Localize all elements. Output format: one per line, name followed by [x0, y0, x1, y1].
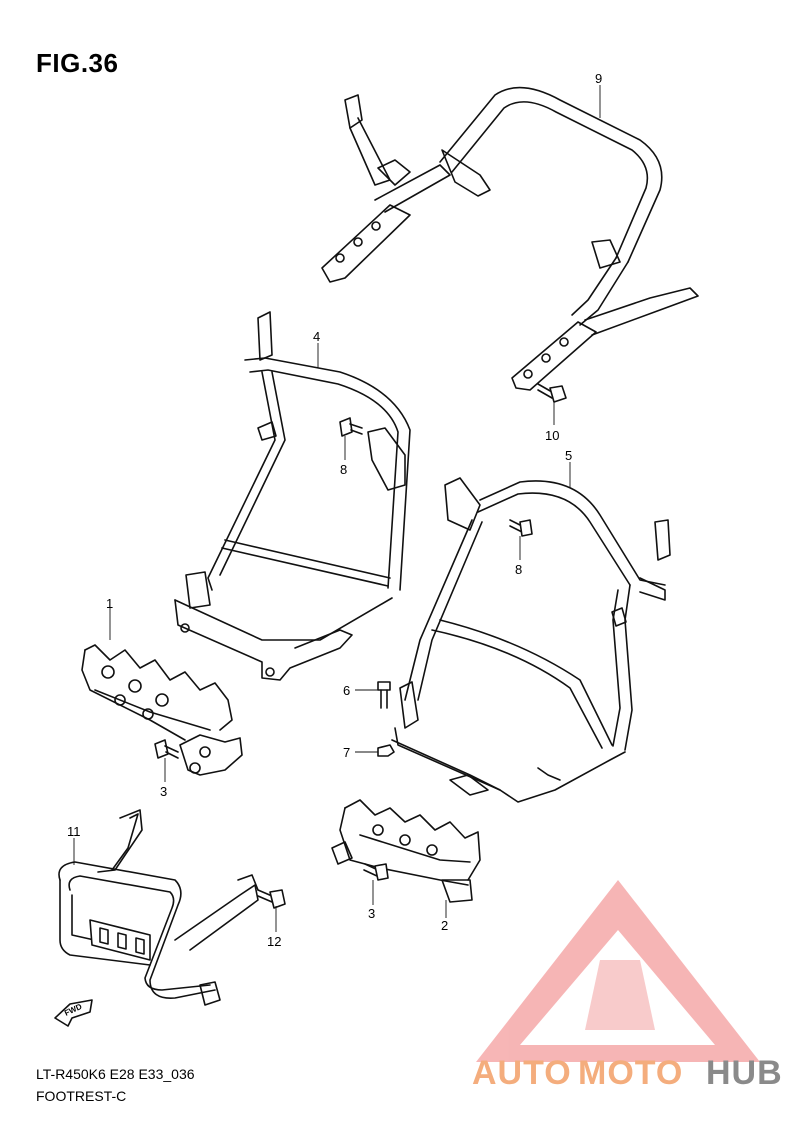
callout-labels: 9 4 5 8 8 10 1 3 6 7 3 2 11 12 [67, 71, 602, 949]
callout-4: 4 [313, 329, 320, 344]
bolt-12 [257, 889, 286, 909]
bolt-6 [377, 681, 391, 709]
callout-10: 10 [545, 428, 559, 443]
watermark-text: AUTO MOTO HUB [472, 1054, 783, 1092]
callout-2: 2 [441, 918, 448, 933]
callout-6: 6 [343, 683, 350, 698]
leader-lines [73, 85, 601, 932]
callout-5: 5 [565, 448, 572, 463]
nut-7 [377, 744, 395, 757]
callout-11: 11 [67, 824, 81, 839]
figure-title: FIG.36 [36, 48, 119, 78]
callout-9: 9 [595, 71, 602, 86]
watermark-moto: MOTO [578, 1054, 683, 1092]
callout-8a: 8 [340, 462, 347, 477]
figure-code: LT-R450K6 E28 E33_036 [36, 1066, 195, 1082]
part-2-right-footpeg [331, 799, 481, 903]
callout-3a: 3 [160, 784, 167, 799]
bolt-8-lower [509, 519, 533, 537]
bolt-3-upper [154, 739, 179, 759]
part-4-left-frame [174, 311, 411, 681]
bolt-3-lower [363, 863, 389, 881]
callout-12: 12 [267, 934, 281, 949]
callout-1: 1 [106, 596, 113, 611]
part-11-front-guard [58, 809, 259, 1006]
part-1-left-footpeg [81, 644, 243, 776]
bolt-10 [537, 383, 567, 403]
figure-name: FOOTREST-C [36, 1088, 127, 1104]
bolt-8-upper [339, 417, 363, 437]
watermark-hub: HUB [706, 1054, 783, 1092]
fwd-arrow-badge: FWD [54, 999, 93, 1027]
watermark-auto: AUTO [472, 1054, 572, 1092]
callout-8b: 8 [515, 562, 522, 577]
part-5-right-frame [391, 477, 671, 803]
part-9-rear-bar [321, 86, 699, 391]
callout-3b: 3 [368, 906, 375, 921]
callout-7: 7 [343, 745, 350, 760]
watermark-logo [476, 880, 760, 1062]
